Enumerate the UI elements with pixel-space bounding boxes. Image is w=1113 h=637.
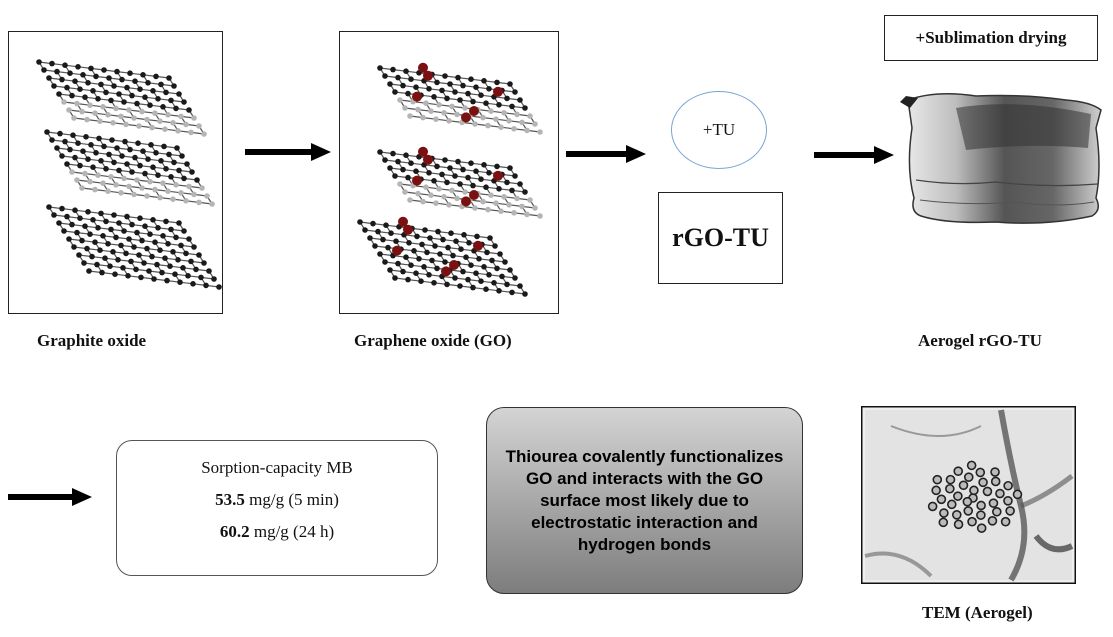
tem-particle <box>953 466 964 476</box>
tem-caption: TEM (Aerogel) <box>922 603 1033 622</box>
sorption-value-5min: 53.5 <box>215 490 245 509</box>
tem-particle-cluster <box>927 460 1023 533</box>
tem-particle <box>967 516 977 527</box>
tem-particle <box>969 485 979 496</box>
arrow-3 <box>814 146 894 164</box>
graphene-layer <box>377 65 543 135</box>
aerogel-photo <box>900 93 1102 224</box>
oxygen-atom <box>469 106 479 116</box>
oxygen-atom <box>423 70 433 81</box>
tem-image <box>861 406 1076 584</box>
tem-particle <box>976 523 987 533</box>
rgo-tu-box: rGO-TU <box>658 192 783 284</box>
tem-particle <box>936 494 947 505</box>
tem-particle <box>932 474 943 485</box>
tem-particle <box>988 498 999 508</box>
graphene-layer <box>377 149 543 219</box>
sorption-row-5min: 53.5 mg/g (5 min) <box>117 490 437 510</box>
graphene-oxide-caption: Graphene oxide (GO) <box>354 331 512 350</box>
tem-particle <box>990 476 1001 487</box>
tem-particle <box>958 480 969 491</box>
tem-particle <box>990 467 1000 477</box>
arrow-1 <box>245 143 331 161</box>
sorption-unit-24h: mg/g (24 h) <box>249 522 335 541</box>
tem-particle <box>939 508 949 518</box>
graphene-layer <box>44 129 215 207</box>
tem-particle <box>945 474 956 485</box>
tem-particle <box>991 506 1002 517</box>
tem-particle <box>927 501 938 512</box>
oxygen-atom <box>473 240 483 251</box>
tem-particle <box>953 491 963 501</box>
tem-particle <box>962 496 973 507</box>
sorption-title: Sorption-capacity MB <box>201 458 353 477</box>
tem-particle <box>995 488 1005 499</box>
graphene-oxide-illustration <box>357 62 543 297</box>
conclusion-text: Thiourea covalently functionalizes GO an… <box>505 446 784 554</box>
tem-particle <box>976 500 986 511</box>
oxygen-atom <box>403 224 413 235</box>
oxygen-atom <box>441 266 451 277</box>
arrow-2 <box>566 145 646 163</box>
sublimation-label: +Sublimation drying <box>915 28 1067 47</box>
aerogel-caption: Aerogel rGO-TU <box>918 331 1042 350</box>
conclusion-box: Thiourea covalently functionalizes GO an… <box>486 407 803 594</box>
graphite-oxide-panel <box>8 31 223 314</box>
graphene-layer <box>357 219 528 297</box>
tem-particle <box>951 510 962 520</box>
graphene-layer <box>46 204 222 290</box>
oxygen-atom <box>449 260 459 270</box>
sorption-unit-5min: mg/g (5 min) <box>244 490 339 509</box>
oxygen-atom <box>423 154 433 165</box>
tu-circle: +TU <box>671 91 767 169</box>
oxygen-atom <box>398 216 408 227</box>
oxygen-atom <box>418 62 428 73</box>
sublimation-drying-box: +Sublimation drying <box>884 15 1098 61</box>
sorption-capacity-box: Sorption-capacity MB 53.5 mg/g (5 min) 6… <box>116 440 438 576</box>
oxygen-atom <box>493 170 503 181</box>
arrow-4 <box>8 488 92 506</box>
tem-particle <box>963 506 974 516</box>
tem-particle <box>1003 480 1013 491</box>
oxygen-atom <box>469 190 479 200</box>
oxygen-atom <box>493 86 503 97</box>
tem-particle <box>1005 506 1015 516</box>
tem-particle <box>975 467 986 478</box>
tem-particle <box>938 517 949 528</box>
tem-particle <box>953 519 964 530</box>
oxygen-atom <box>412 91 422 102</box>
tem-particle <box>976 510 986 520</box>
oxygen-atom <box>418 146 428 157</box>
tem-particle <box>1003 496 1013 506</box>
graphene-oxide-panel <box>339 31 559 314</box>
tem-particle <box>1012 489 1023 500</box>
oxygen-atom <box>461 112 471 123</box>
tem-particle <box>978 477 988 488</box>
tem-particle <box>931 485 941 496</box>
tem-particle <box>966 460 977 471</box>
oxygen-atom <box>412 175 422 186</box>
graphite-oxide-illustration <box>36 59 222 290</box>
tem-particle <box>946 499 957 510</box>
sorption-value-24h: 60.2 <box>219 522 250 541</box>
sorption-row-24h: 60.2 mg/g (24 h) <box>117 522 437 542</box>
oxygen-atom <box>392 245 402 256</box>
tem-particle <box>987 516 998 526</box>
tem-particle <box>982 486 993 497</box>
graphene-layer <box>36 59 207 137</box>
tu-label: +TU <box>702 120 736 139</box>
tem-particle <box>945 483 955 494</box>
tem-particle <box>1000 516 1011 527</box>
rgo-tu-label: rGO-TU <box>672 223 769 252</box>
graphite-oxide-caption: Graphite oxide <box>37 331 147 350</box>
tem-particle <box>963 472 974 482</box>
oxygen-atom <box>461 196 471 207</box>
